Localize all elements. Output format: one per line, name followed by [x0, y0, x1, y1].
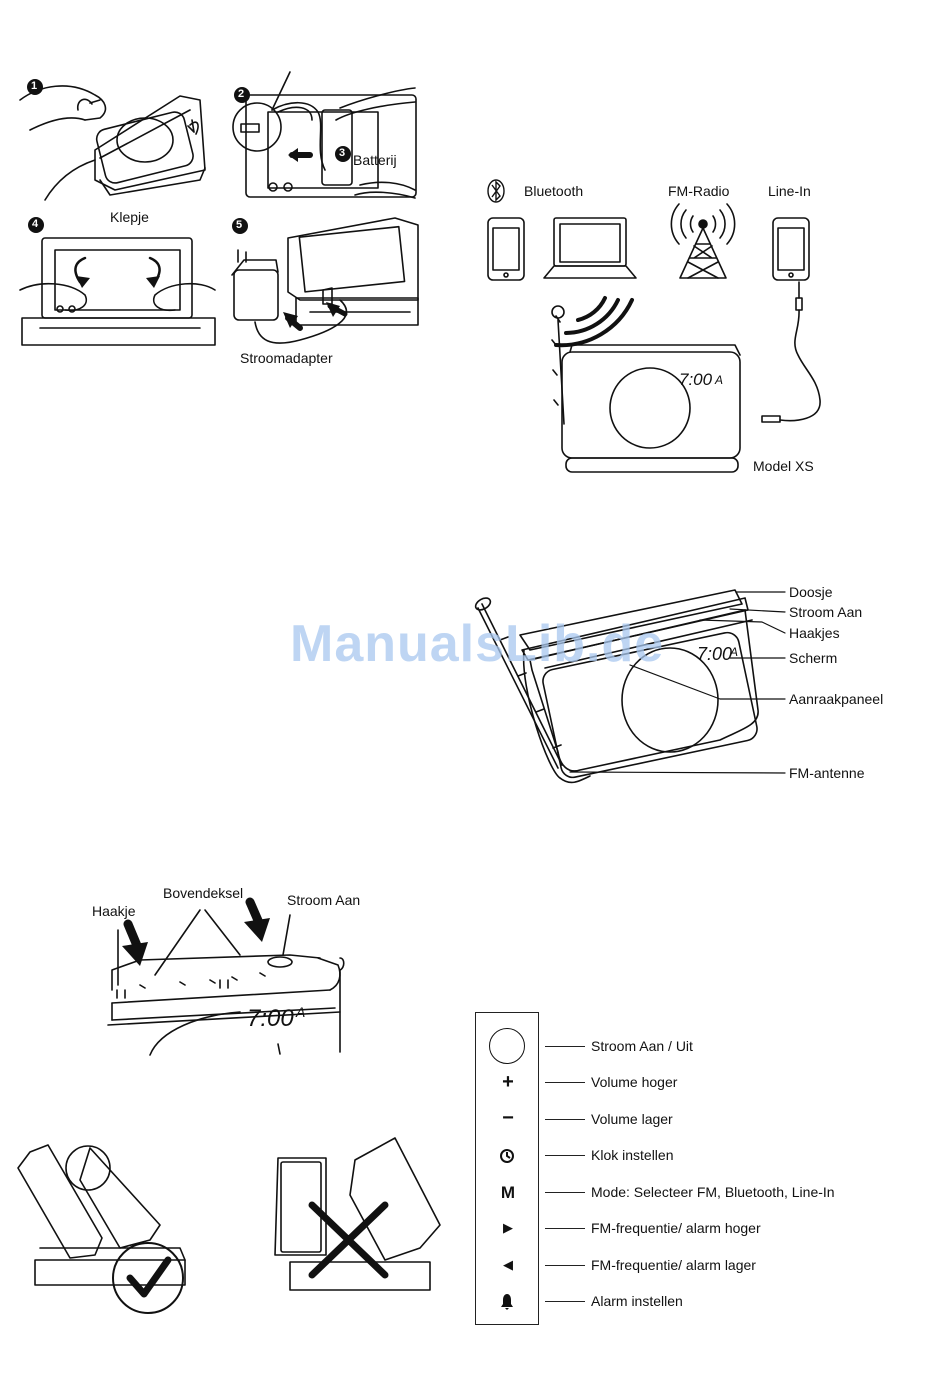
part-label-box: Doosje: [789, 584, 833, 600]
step-badge-2: 2: [238, 88, 245, 100]
key-label-power: Stroom Aan / Uit: [591, 1038, 693, 1054]
adapter-label: Stroomadapter: [240, 350, 333, 366]
check-icon: [126, 1256, 172, 1298]
key-leader: [545, 1155, 585, 1156]
key-leader: [545, 1046, 585, 1047]
mode-icon: M: [500, 1183, 516, 1202]
key-panel: + − M ▶ ◀: [475, 1012, 539, 1325]
check-badge: [112, 1242, 184, 1314]
bluetooth-icon: [487, 179, 505, 203]
key-leader: [545, 1082, 585, 1083]
step-badge-1: 1: [31, 80, 38, 92]
cover-alarm-mark: A: [296, 1004, 306, 1020]
key-leader: [545, 1192, 585, 1193]
key-label-volume-down: Volume lager: [591, 1111, 673, 1127]
xs-alarm-mark: A: [715, 373, 724, 387]
cover-power-label: Stroom Aan: [287, 892, 361, 908]
battery-label: Batterij: [353, 152, 397, 168]
step2-illustration: [232, 71, 417, 199]
fm-antenna: [474, 597, 563, 769]
bluetooth-phone: [487, 217, 525, 281]
step4-illustration: [19, 99, 216, 346]
laptop: [543, 217, 637, 279]
bluetooth-label: Bluetooth: [524, 183, 584, 199]
key-leader: [545, 1228, 585, 1229]
flap-label: Klepje: [110, 209, 149, 225]
parts-alarm-mark: A: [730, 645, 739, 659]
top-cover-label: Bovendeksel: [163, 885, 244, 901]
key-label-volume-up: Volume hoger: [591, 1074, 678, 1090]
step1-illustration: [19, 85, 206, 201]
cover-clock-display: 7:00: [247, 1005, 294, 1032]
key-label-alarm: Alarm instellen: [591, 1293, 683, 1309]
parts-leaders: [569, 591, 786, 774]
cross-icon: [308, 1201, 389, 1279]
play-left-icon: ◀: [503, 1257, 513, 1272]
clock-icon-shape: [500, 1149, 514, 1163]
bell-icon-shape: [501, 1294, 513, 1310]
step5-illustration: [231, 217, 419, 344]
play-right-icon: ▶: [503, 1220, 513, 1235]
radio-model-xs: [551, 305, 741, 473]
step-badge-4: 4: [32, 218, 39, 230]
key-leader: [545, 1265, 585, 1266]
wireless-waves: [554, 296, 634, 348]
power-circle-icon: [489, 1028, 525, 1064]
parts-clock-display: 7:00: [697, 644, 733, 664]
step2-arrowhead: [288, 148, 298, 162]
part-label-touchpanel: Aanraakpaneel: [789, 691, 884, 707]
part-label-power: Stroom Aan: [789, 604, 863, 620]
model-xs-label: Model XS: [753, 458, 814, 474]
cover-illustration: [107, 909, 345, 1056]
part-label-antenna: FM-antenne: [789, 765, 865, 781]
key-label-mode: Mode: Selecteer FM, Bluetooth, Line-In: [591, 1184, 835, 1200]
xs-clock-display: 7:00: [679, 370, 713, 389]
key-label-freq-down: FM-frequentie/ alarm lager: [591, 1257, 756, 1273]
step-badges: [27, 79, 351, 234]
wrong-position: [274, 1137, 441, 1291]
part-label-screen: Scherm: [789, 650, 838, 666]
correct-position: [17, 1144, 186, 1286]
part-label-hooks: Haakjes: [789, 625, 840, 641]
step-badge-5: 5: [236, 219, 243, 231]
linein-phone: [761, 217, 821, 423]
line-in-label: Line-In: [768, 183, 811, 199]
key-leader: [545, 1119, 585, 1120]
key-label-freq-up: FM-frequentie/ alarm hoger: [591, 1220, 761, 1236]
plus-icon: +: [502, 1071, 514, 1093]
key-leader: [545, 1301, 585, 1302]
fm-radio-label: FM-Radio: [668, 183, 730, 199]
step-badge-3: 3: [339, 147, 346, 159]
key-label-clock: Klok instellen: [591, 1147, 674, 1163]
fm-tower: [670, 203, 736, 279]
hook-label: Haakje: [92, 903, 136, 919]
minus-icon: −: [502, 1107, 514, 1129]
watermark: ManualsLib.de: [290, 615, 665, 673]
